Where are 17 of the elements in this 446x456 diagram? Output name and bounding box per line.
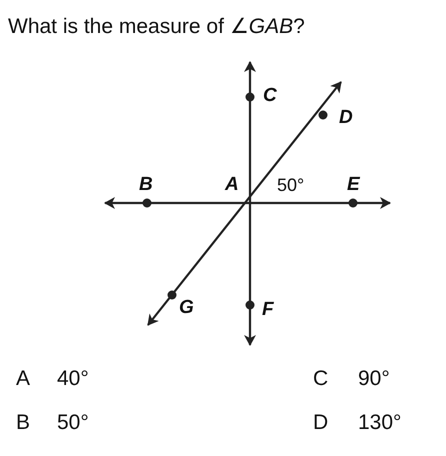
question-text: What is the measure of ∠GAB?	[8, 14, 305, 39]
choice-letter: C	[313, 368, 328, 389]
choice-text: 40°	[57, 368, 89, 389]
point-label: G	[179, 298, 194, 317]
choice-text: 50°	[57, 412, 89, 433]
point-label: C	[263, 86, 277, 105]
point-label: F	[262, 300, 274, 319]
choice-text: 130°	[358, 412, 402, 433]
choice-letter: D	[313, 412, 328, 433]
choice-letter: B	[16, 412, 30, 433]
point-label: A	[225, 175, 239, 194]
choice-letter: A	[16, 368, 30, 389]
angle-label: 50°	[277, 176, 304, 194]
choice-text: 90°	[358, 368, 390, 389]
point-label: B	[139, 175, 153, 194]
point-label: D	[339, 108, 353, 127]
point-label: E	[347, 175, 360, 194]
